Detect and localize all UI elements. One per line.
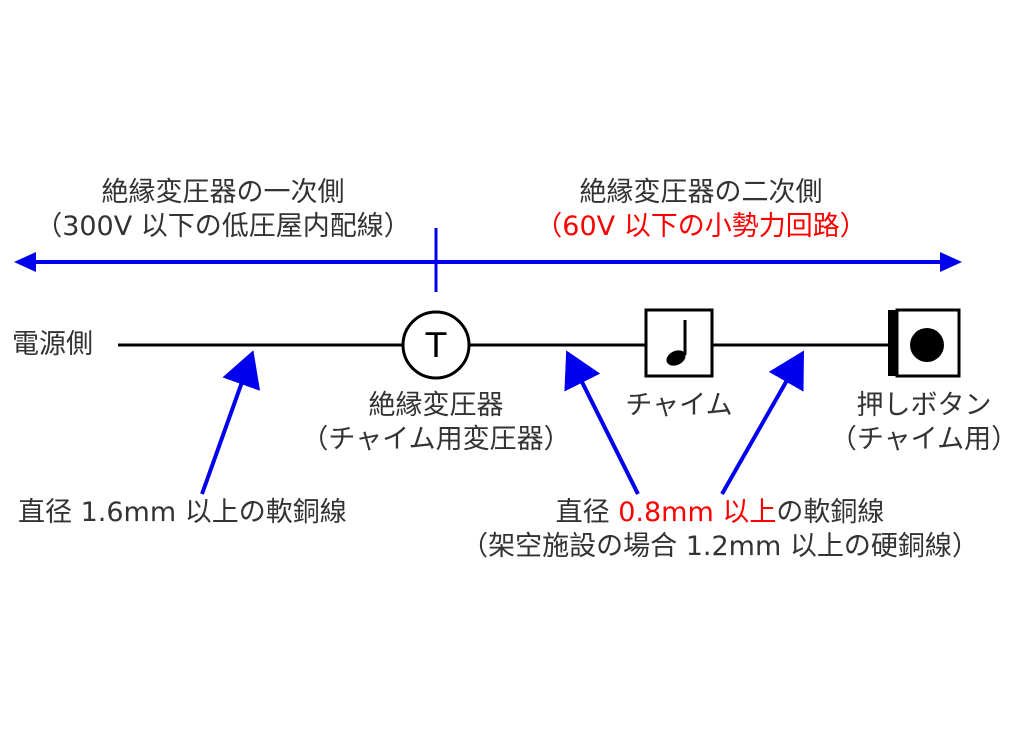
chime-label: チャイム xyxy=(625,390,733,421)
secondary-wire-pointer-left xyxy=(564,350,640,495)
secondary-side-line2: （60V 以下の小勢力回路） xyxy=(535,211,867,242)
primary-side-heading: 絶縁変圧器の一次側 （300V 以下の低圧屋内配線） xyxy=(8,176,438,244)
primary-side-line1: 絶縁変圧器の一次側 xyxy=(101,177,345,208)
power-side-label: 電源側 xyxy=(12,329,93,360)
push-button-label-line2: （チャイム用） xyxy=(829,424,1019,455)
push-button-symbol xyxy=(888,308,961,378)
span-arrow xyxy=(14,252,962,272)
primary-wire-spec: 直径 1.6mm 以上の軟銅線 xyxy=(18,497,347,528)
primary-wire-pointer xyxy=(200,350,261,495)
secondary-wire-prefix: 直径 xyxy=(555,497,619,528)
secondary-wire-note: （架空施設の場合 1.2mm 以上の硬銅線） xyxy=(461,531,979,562)
secondary-wire-spec-line1: 直径 0.8mm 以上の軟銅線 xyxy=(420,496,1020,530)
transformer-label-line2: （チャイム用変圧器） xyxy=(301,424,571,455)
chime-symbol xyxy=(644,308,714,378)
secondary-wire-highlight: 0.8mm 以上 xyxy=(618,497,777,528)
secondary-wire-pointer-right xyxy=(720,350,804,495)
transformer-label: 絶縁変圧器 （チャイム用変圧器） xyxy=(286,389,586,457)
push-button-label-line1: 押しボタン xyxy=(856,390,992,421)
transformer-label-line1: 絶縁変圧器 xyxy=(368,390,504,421)
push-button-icon xyxy=(910,328,944,362)
secondary-wire-suffix: の軟銅線 xyxy=(776,497,885,528)
secondary-side-heading: 絶縁変圧器の二次側 （60V 以下の小勢力回路） xyxy=(486,176,916,244)
push-button-label: 押しボタン （チャイム用） xyxy=(826,389,1022,457)
secondary-wire-spec: 直径 0.8mm 以上の軟銅線 （架空施設の場合 1.2mm 以上の硬銅線） xyxy=(420,496,1020,564)
secondary-side-line1: 絶縁変圧器の二次側 xyxy=(579,177,823,208)
transformer-symbol: T xyxy=(401,310,471,380)
primary-side-line2: （300V 以下の低圧屋内配線） xyxy=(35,211,411,242)
music-note-icon xyxy=(666,320,687,366)
transformer-letter: T xyxy=(425,326,447,366)
